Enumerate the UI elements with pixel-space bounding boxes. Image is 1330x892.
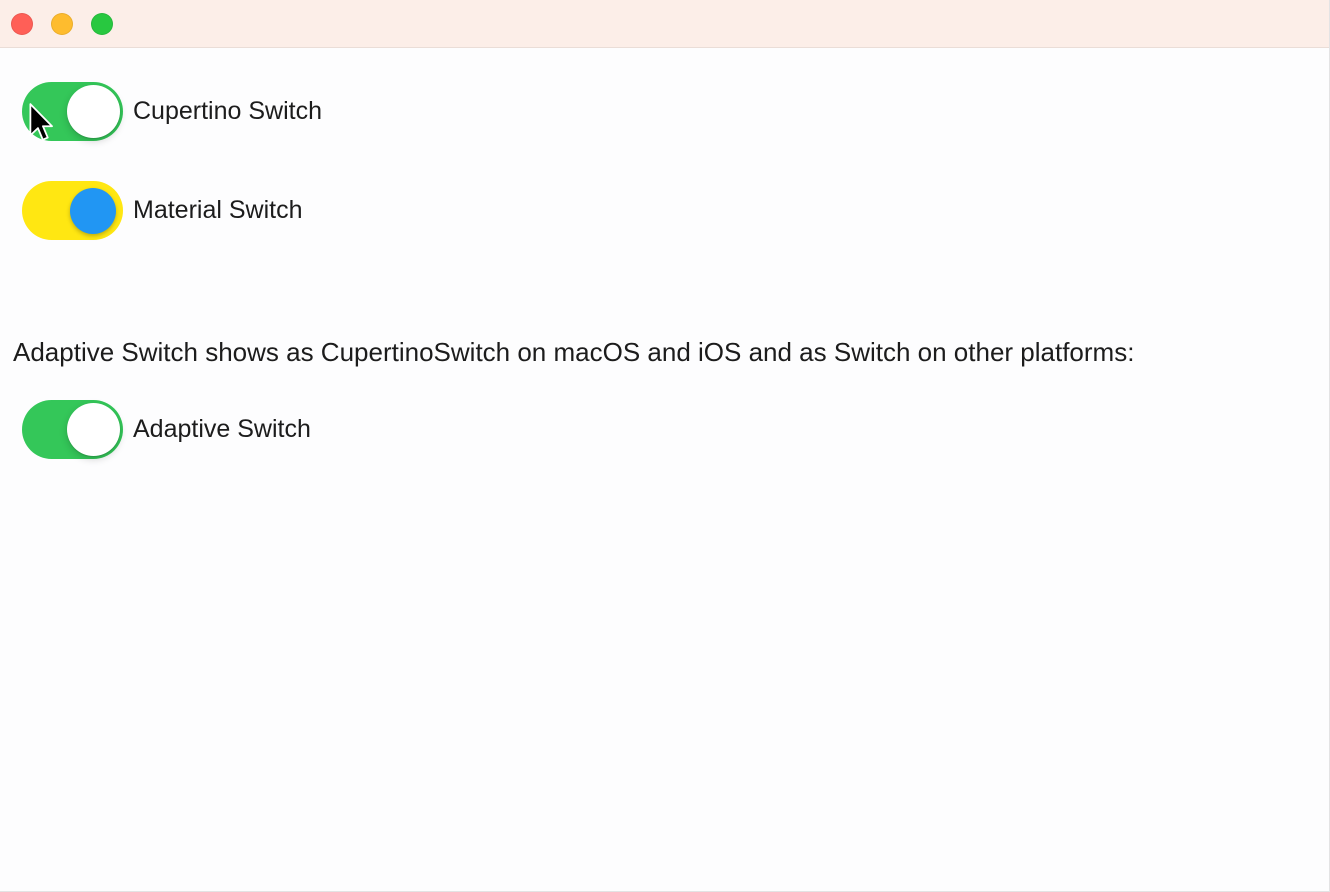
traffic-lights xyxy=(11,12,113,35)
adaptive-switch-label: Adaptive Switch xyxy=(133,415,311,443)
adaptive-switch-thumb xyxy=(67,403,120,456)
cupertino-switch-label: Cupertino Switch xyxy=(133,97,322,125)
zoom-button[interactable] xyxy=(91,12,113,35)
cupertino-switch-thumb xyxy=(67,85,120,138)
cupertino-switch-row: Cupertino Switch xyxy=(22,82,322,141)
material-switch-thumb xyxy=(70,187,116,234)
close-button[interactable] xyxy=(11,12,33,35)
content-area: Cupertino Switch Material Switch Adaptiv… xyxy=(0,48,1329,891)
adaptive-switch[interactable] xyxy=(22,400,123,459)
material-switch-label: Material Switch xyxy=(133,196,303,224)
material-switch[interactable] xyxy=(22,181,123,240)
adaptive-switch-description: Adaptive Switch shows as CupertinoSwitch… xyxy=(13,337,1135,367)
minimize-button[interactable] xyxy=(51,12,73,35)
adaptive-switch-row: Adaptive Switch xyxy=(22,400,311,459)
titlebar[interactable] xyxy=(0,0,1329,48)
cupertino-switch[interactable] xyxy=(22,82,123,141)
material-switch-row: Material Switch xyxy=(22,181,303,240)
